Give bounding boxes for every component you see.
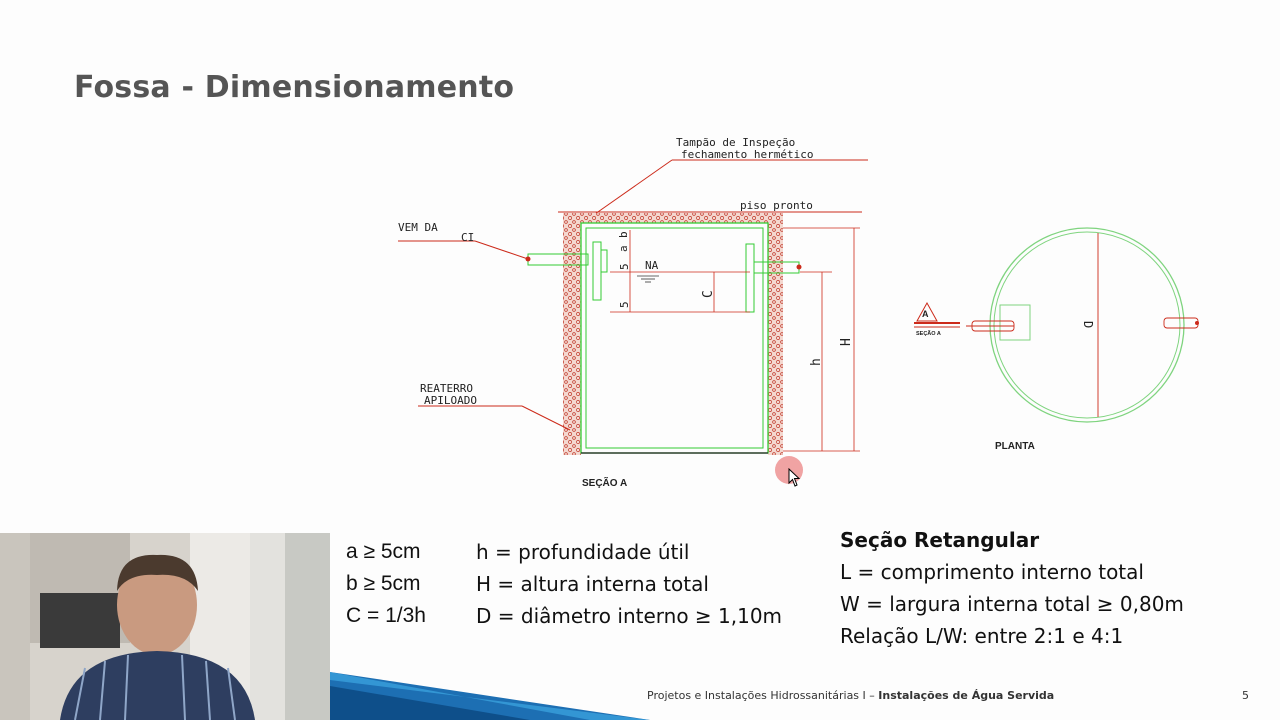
section-mark-letter: A [922,309,929,319]
dim-a: a [617,245,630,252]
label-reaterro: REATERRO [420,382,473,395]
page-number: 5 [1242,689,1249,702]
soil-right-wall [768,213,783,455]
dim-5-lower: 5 [618,301,631,308]
def-h: h = profundidade útil [476,540,690,564]
label-tampao-line1: Tampão de Inspeção [676,136,795,149]
dim-h-small: h [809,358,824,366]
label-tampao-line2: fechamento hermético [681,148,813,161]
footer-topic: Instalações de Água Servida [878,689,1055,702]
dim-d: D [1081,321,1095,328]
soil-top [563,213,783,223]
slide-title: Fossa - Dimensionamento [74,70,515,105]
section-mark-label: SEÇÃO A [916,330,941,337]
tank-inner [585,227,764,449]
tank-outer [580,222,769,454]
footer-course: Projetos e Instalações Hidrossanitárias … [647,689,879,702]
rect-heading: Seção Retangular [840,528,1040,552]
formula-a: a ≥ 5cm [346,540,421,563]
dim-c: C [701,290,716,298]
label-ci: CI [461,231,474,244]
rect-line-ratio: Relação L/W: entre 2:1 e 4:1 [840,624,1124,648]
label-na: NA [645,259,659,272]
dim-b: b [617,231,630,238]
dim-5-upper: 5 [618,263,631,270]
label-apiloado: APILOADO [424,394,477,407]
def-H: H = altura interna total [476,572,709,596]
def-D: D = diâmetro interno ≥ 1,10m [476,604,783,628]
mouse-cursor-icon [788,468,801,487]
plan-outer-circle [989,227,1185,423]
formula-c: C = 1/3h [346,604,426,627]
formula-conditions: a ≥ 5cm b ≥ 5cm C = 1/3h [346,536,426,632]
soil-left-wall [563,213,581,455]
label-vem-da: VEM DA [398,221,438,234]
formula-definitions: h = profundidade útil H = altura interna… [476,536,782,632]
label-planta: PLANTA [995,441,1035,452]
decorative-band [330,672,650,720]
footer: Projetos e Instalações Hidrossanitárias … [647,689,1054,702]
rectangular-section: Seção Retangular L = comprimento interno… [840,524,1184,652]
label-secao-a: SEÇÃO A [582,476,627,489]
rect-line-W: W = largura interna total ≥ 0,80m [840,592,1184,616]
fossa-drawing: Tampão de Inspeção fechamento hermético … [398,136,1199,489]
label-piso-pronto: piso pronto [740,199,813,212]
dim-h-total: H [839,338,854,346]
webcam-video [0,533,330,720]
plan-inner-circle [993,231,1181,419]
formula-b: b ≥ 5cm [346,572,421,595]
rect-line-L: L = comprimento interno total [840,560,1144,584]
